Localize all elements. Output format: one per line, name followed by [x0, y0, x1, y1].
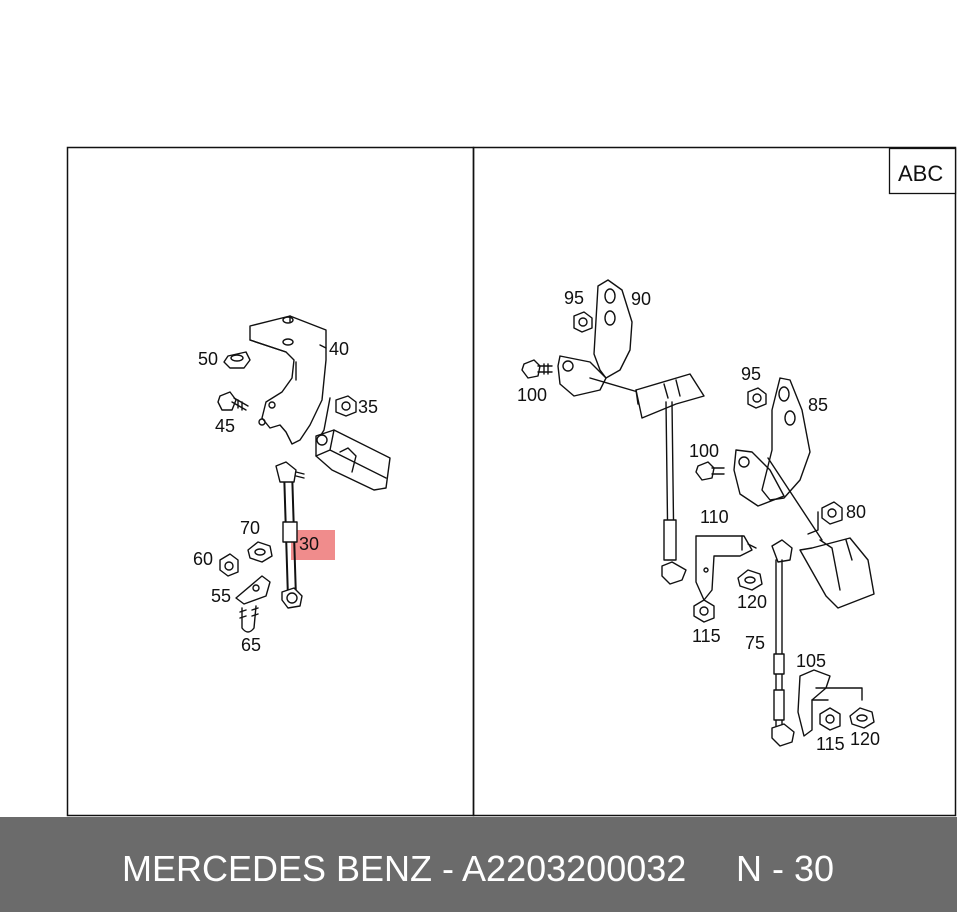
corner-label: ABC	[898, 161, 943, 186]
parts-diagram: ABC	[66, 146, 957, 817]
corner-label-box	[888, 147, 957, 195]
callout-50: 50	[198, 349, 218, 369]
right-assembly-drawing	[521, 279, 875, 747]
callout-100-top: 100	[517, 385, 547, 405]
callout-45: 45	[215, 416, 235, 436]
callout-65: 65	[241, 635, 261, 655]
callout-75: 75	[745, 633, 765, 653]
left-panel	[66, 146, 475, 817]
callout-70: 70	[240, 518, 260, 538]
footer-bar	[0, 817, 957, 912]
footer-part-code: N - 30	[736, 848, 835, 889]
left-assembly-drawing	[217, 315, 391, 633]
callout-120-bottom: 120	[850, 729, 880, 749]
callout-100-second: 100	[689, 441, 719, 461]
callout-105: 105	[796, 651, 826, 671]
highlight-part-30	[291, 530, 335, 560]
callout-90: 90	[631, 289, 651, 309]
callout-115-top: 115	[692, 626, 721, 646]
callout-120-top: 120	[737, 592, 767, 612]
callout-95-top: 95	[564, 288, 584, 308]
callout-85: 85	[808, 395, 828, 415]
callout-95-second: 95	[741, 364, 761, 384]
callout-110: 110	[700, 507, 729, 527]
callout-60: 60	[193, 549, 213, 569]
callout-55: 55	[211, 586, 231, 606]
callout-80: 80	[846, 502, 866, 522]
right-panel	[472, 146, 957, 817]
callout-115-bottom: 115	[816, 734, 845, 754]
callout-40: 40	[329, 339, 349, 359]
callout-35: 35	[358, 397, 378, 417]
footer-title: MERCEDES BENZ - A2203200032	[122, 848, 687, 889]
callout-30: 30	[299, 534, 319, 554]
